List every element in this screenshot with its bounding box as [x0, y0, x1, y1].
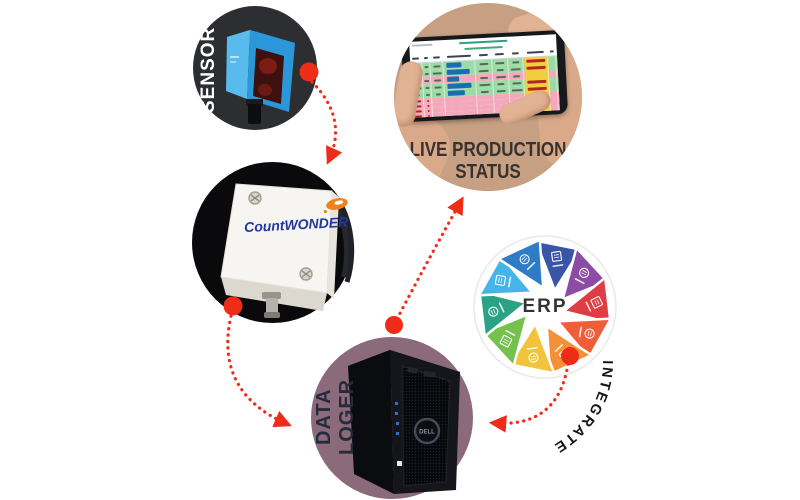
table-cell — [446, 110, 478, 118]
production-bar — [447, 90, 465, 96]
connector-counter-to-logger — [226, 314, 292, 428]
erp-segment-icon — [494, 274, 512, 288]
connector-logger-to-status — [395, 196, 464, 321]
production-bar — [446, 62, 462, 68]
erp-segment-icon — [574, 267, 590, 285]
connector-sensor-to-counter — [310, 80, 343, 165]
table-cell — [433, 112, 446, 118]
erp-segment-icon — [554, 343, 572, 362]
erp-label: ERP — [522, 296, 568, 317]
caption-line2: STATUS — [455, 161, 521, 183]
live-status-caption: LIVE PRODUCTION STATUS — [408, 139, 568, 183]
counter-node-circle — [192, 162, 353, 323]
erp-segment-icon — [526, 346, 539, 363]
production-bar — [446, 76, 460, 82]
erp-segment-icon — [499, 329, 516, 348]
table-header-cell — [475, 49, 492, 60]
table-header-cell — [508, 47, 524, 58]
erp-segment — [534, 239, 582, 292]
table-header-cell — [548, 46, 557, 56]
erp-segment-icon — [519, 254, 536, 271]
table-header-cell — [492, 48, 508, 59]
table-header-cell — [523, 46, 548, 57]
integrate-label: INTEGRATE — [550, 360, 615, 456]
flow-dot-erp — [561, 347, 579, 365]
data-logger-label: DATA LOGER — [313, 378, 358, 456]
erp-segment-icon — [551, 250, 564, 268]
erp-segment-icon — [578, 326, 595, 339]
table-header-cell — [430, 52, 444, 62]
live-status-node-circle: LIVE PRODUCTION STATUS — [394, 3, 582, 191]
erp-segment-icon — [488, 302, 505, 317]
sensor-label: SENSOR — [198, 26, 219, 114]
table-header-cell — [443, 50, 475, 62]
erp-segment — [508, 322, 556, 375]
table-cell — [478, 109, 495, 116]
table-cell — [425, 112, 434, 118]
caption-line1: LIVE PRODUCTION — [409, 139, 567, 161]
connector-erp-to-logger — [488, 362, 570, 433]
erp-segment — [497, 238, 545, 290]
erp-segment-icon — [585, 296, 603, 312]
erp-segment — [545, 324, 593, 376]
table-cell — [551, 106, 560, 112]
table-header-cell — [422, 52, 431, 63]
flow-dot-logger — [385, 316, 403, 334]
